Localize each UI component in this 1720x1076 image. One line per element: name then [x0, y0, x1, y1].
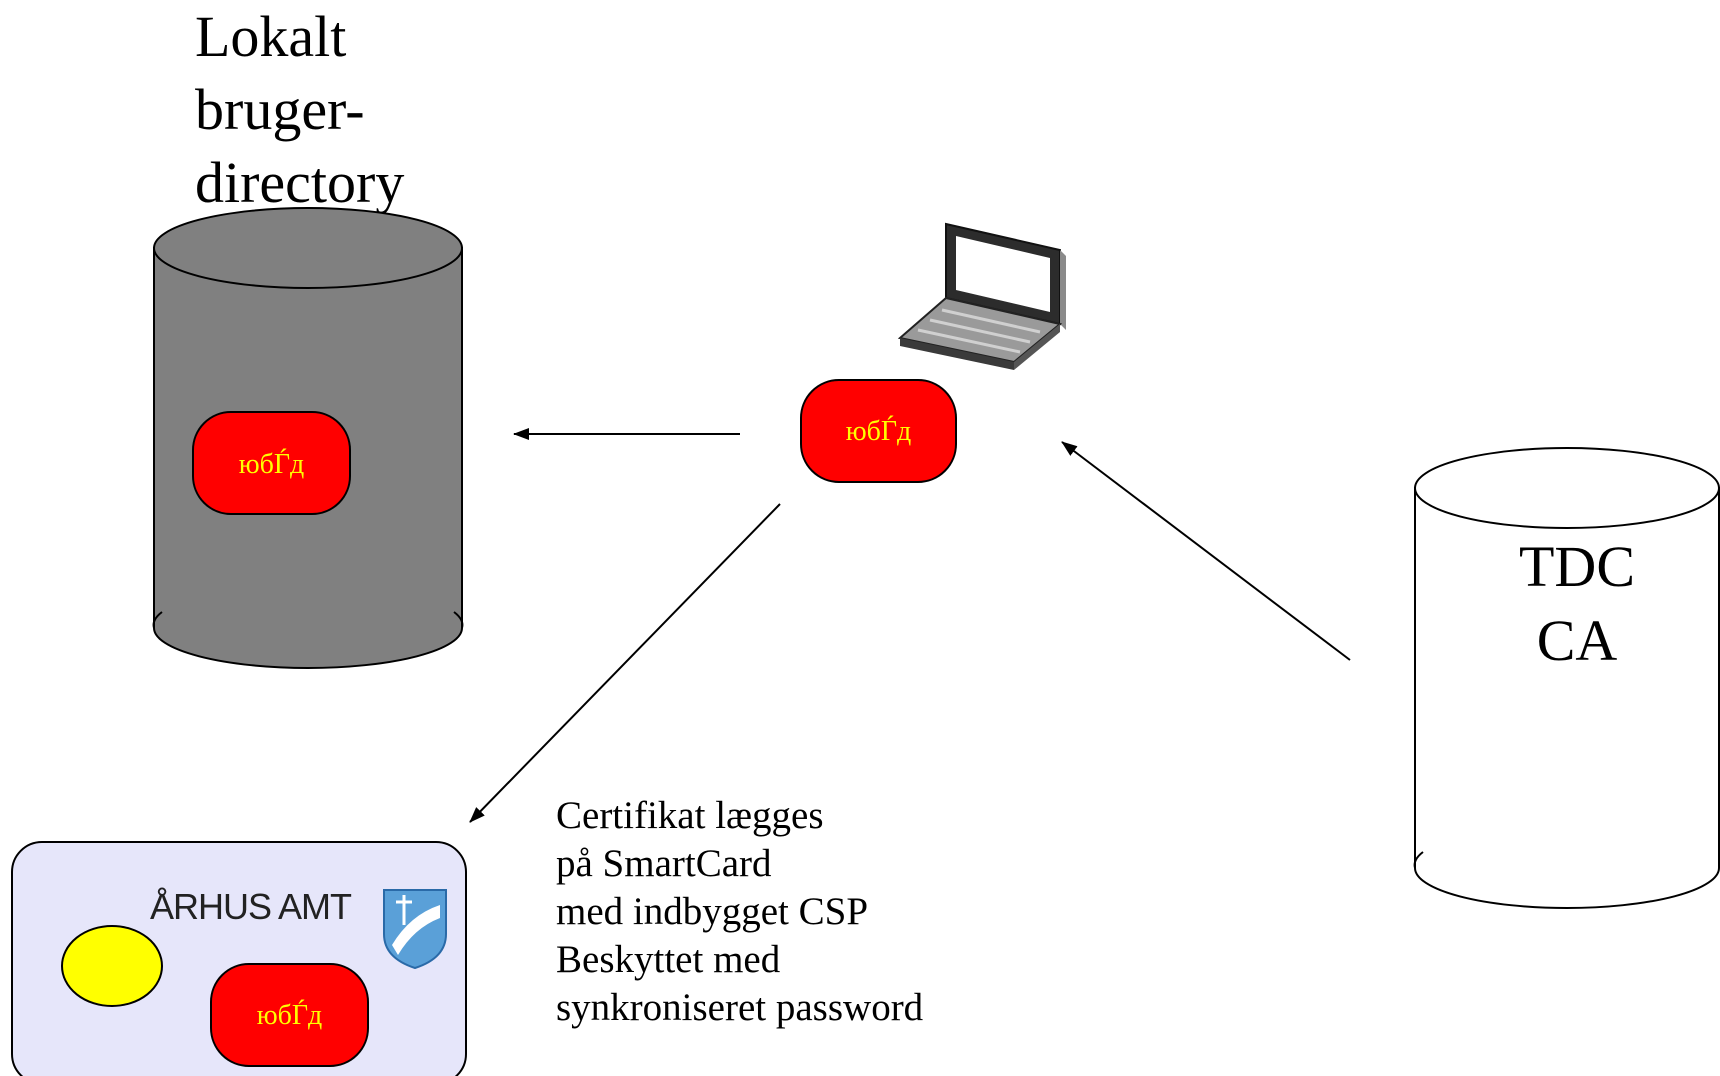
description-line-1: Certifikat lægges [556, 794, 824, 837]
directory-label-line-3: directory [195, 150, 404, 215]
description-line-3: med indbygget CSP [556, 890, 868, 933]
smartcard-certificate-label: юбЃд [257, 1000, 323, 1031]
description-line-2: på SmartCard [556, 842, 772, 885]
ca-label-line-1: TDC [1519, 534, 1635, 599]
laptop-icon [897, 222, 1066, 370]
arrow-ca-to-laptop [1061, 441, 1351, 661]
description-line-4: Beskyttet med [556, 938, 781, 981]
description-line-5: synkroniseret password [556, 986, 924, 1029]
directory-label-line-2: bruger- [195, 77, 365, 142]
smartcard-org-name: ÅRHUS AMT [150, 886, 352, 927]
smartcard-chip [61, 925, 163, 1007]
laptop-certificate-label: юбЃд [846, 416, 912, 447]
smartcard: ÅRHUS AMT юбЃд [11, 841, 467, 1076]
ca-label: TDC CA [1519, 534, 1635, 673]
arrow-laptop-to-smartcard [469, 503, 781, 823]
description: Certifikat lægges på SmartCard med indby… [556, 794, 924, 1029]
ca-label-line-2: CA [1537, 608, 1618, 673]
directory-certificate-label: юбЃд [239, 449, 305, 480]
smartcard-certificate: юбЃд [210, 963, 369, 1067]
directory-label: Lokalt bruger- directory [195, 4, 404, 215]
laptop-certificate: юбЃд [800, 379, 957, 483]
directory-certificate: юбЃд [192, 411, 351, 515]
directory-label-line-1: Lokalt [195, 4, 346, 69]
arhus-amt-crest-icon [383, 889, 447, 970]
ca-cylinder [1413, 447, 1720, 909]
